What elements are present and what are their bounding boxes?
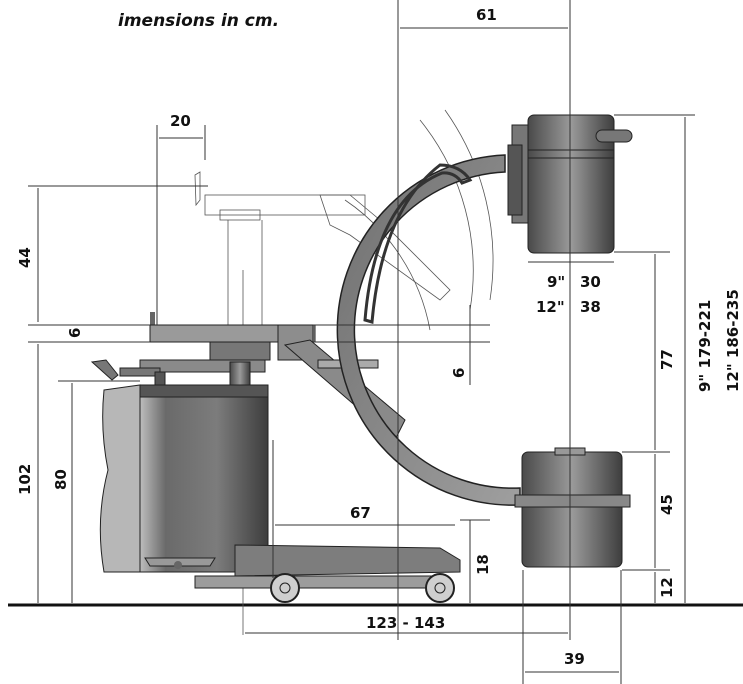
dim-123-143: 123 - 143 <box>366 614 445 632</box>
xray-tube <box>514 447 631 568</box>
front-wheel <box>425 573 455 603</box>
upper-table <box>90 312 316 397</box>
dim-44: 44 <box>16 247 34 268</box>
dim-6-left: 6 <box>66 328 84 338</box>
image-intensifier <box>507 114 633 254</box>
dim-77: 77 <box>658 349 676 370</box>
dim-18: 18 <box>474 554 492 575</box>
dim-61: 61 <box>476 6 497 24</box>
dim-38: 38 <box>580 298 601 316</box>
dim-12: 12 <box>658 577 676 598</box>
dim-12-label: 12" <box>536 298 565 316</box>
dim-102: 102 <box>16 464 34 495</box>
dim-39: 39 <box>564 650 585 668</box>
raised-position-outline <box>194 109 494 635</box>
dim-45: 45 <box>658 494 676 515</box>
rear-wheel <box>270 573 300 603</box>
caption-text: imensions in cm. <box>118 11 279 31</box>
cart-body <box>99 384 269 573</box>
dim-30: 30 <box>580 273 601 291</box>
dim-9-range: 9" 179-221 <box>696 300 714 392</box>
dim-6-right: 6 <box>450 368 468 378</box>
dim-80: 80 <box>52 469 70 490</box>
dim-20: 20 <box>170 112 191 130</box>
cart-base <box>194 544 461 603</box>
dim-67: 67 <box>350 504 371 522</box>
dim-9-label: 9" <box>547 273 565 291</box>
dim-12-range: 12" 186-235 <box>724 289 742 392</box>
